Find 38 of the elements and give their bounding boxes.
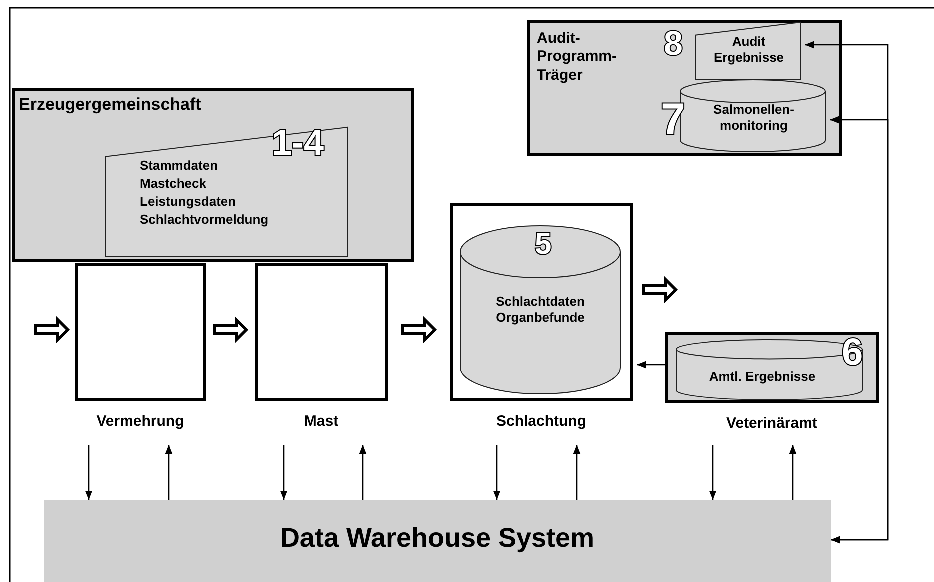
arrow	[709, 445, 717, 500]
stage-label: Mast	[303, 413, 340, 432]
block-arrow	[642, 276, 678, 304]
system-title: Data Warehouse System	[279, 522, 596, 555]
node-label: Schlachtvormeldung	[140, 212, 269, 228]
callout-number: 8	[664, 27, 683, 61]
node-label: Leistungsdaten	[140, 194, 236, 210]
node-label: Amtl. Ergebnisse	[708, 369, 817, 385]
stage-label: Vermehrung	[96, 413, 186, 432]
arrow	[165, 445, 173, 500]
arrow	[573, 445, 581, 500]
database-cylinder	[676, 340, 863, 400]
organization-panel	[12, 88, 414, 262]
arrow	[359, 445, 367, 500]
node-label: Audit Ergebnisse	[712, 34, 786, 66]
node-label: Salmonellen- monitoring	[712, 102, 796, 134]
arrow	[493, 445, 501, 500]
arrow	[85, 445, 93, 500]
data-warehouse-box	[44, 500, 831, 582]
arrow	[789, 445, 797, 500]
database-cylinder	[460, 226, 621, 394]
arrow	[637, 361, 665, 369]
manual-input-shape	[105, 127, 348, 257]
stage-label: Veterinäramt	[726, 415, 818, 434]
arrow	[830, 116, 889, 544]
node-label: Mastcheck	[140, 176, 206, 192]
callout-number: 5	[535, 230, 552, 260]
arrow	[280, 445, 288, 500]
block-arrow	[402, 316, 438, 344]
callout-number: 1-4	[272, 125, 324, 161]
node-label: Erzeugergemeinschaft	[19, 95, 202, 116]
organization-panel	[527, 20, 842, 156]
node-label: Audit- Programm- Träger	[537, 30, 618, 85]
block-arrow	[213, 316, 249, 344]
stage-label: Schlachtung	[495, 413, 588, 432]
node-label: Stammdaten	[140, 158, 218, 174]
node-label: Schlachtdaten Organbefunde	[495, 294, 586, 326]
block-arrow	[34, 316, 70, 344]
